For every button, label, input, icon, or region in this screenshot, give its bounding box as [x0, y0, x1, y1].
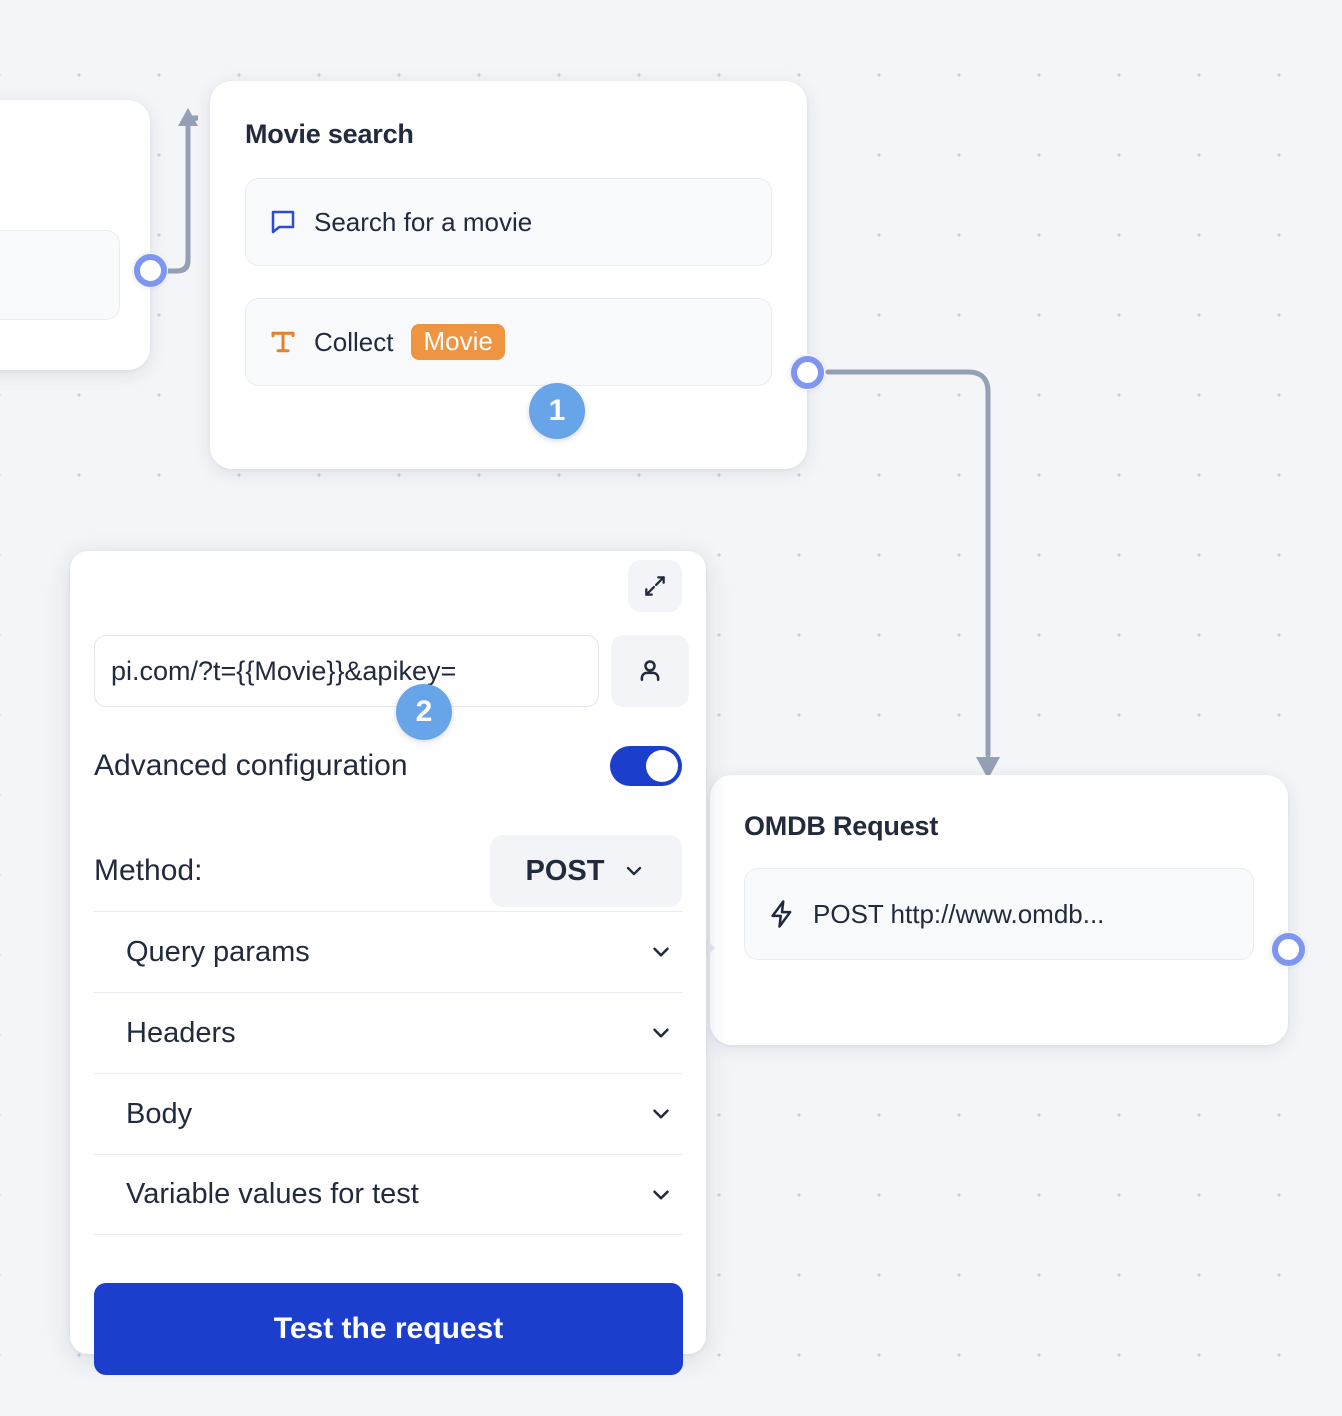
- accordion-label: Body: [126, 1097, 193, 1130]
- variable-chip-movie[interactable]: Movie: [411, 324, 505, 360]
- method-select[interactable]: POST: [490, 835, 682, 907]
- node-row-collect-movie[interactable]: Collect Movie: [245, 298, 772, 386]
- lightning-bolt-icon: [767, 899, 797, 929]
- advanced-configuration-label: Advanced configuration: [94, 749, 408, 782]
- chevron-down-icon: [648, 939, 674, 965]
- node-row-label: Search for a movie: [314, 206, 533, 237]
- omdb-request-node[interactable]: OMDB Request POST http://www.omdb...: [710, 775, 1288, 1045]
- advanced-configuration-row: Advanced configuration: [94, 746, 682, 786]
- partial-node-row: [0, 230, 120, 320]
- chevron-down-icon: [622, 859, 646, 883]
- accordion-label: Variable values for test: [126, 1178, 419, 1210]
- accordion-label: Headers: [126, 1016, 236, 1049]
- person-icon-button[interactable]: [611, 635, 689, 707]
- method-label: Method:: [94, 854, 203, 887]
- accordion-item-query-params[interactable]: Query params: [94, 911, 682, 992]
- test-the-request-button[interactable]: Test the request: [94, 1283, 683, 1375]
- node-row-label: POST http://www.omdb...: [813, 898, 1105, 929]
- accordion-label: Query params: [126, 935, 310, 968]
- omdb-request-title: OMDB Request: [744, 811, 939, 841]
- output-handle-partial-node[interactable]: [132, 252, 168, 288]
- expand-diagonal-icon-button[interactable]: [628, 560, 682, 612]
- request-config-panel[interactable]: Advanced configuration Method: POST Quer…: [70, 551, 706, 1354]
- config-accordion: Query params Headers Body: [94, 911, 682, 1235]
- chevron-down-icon: [648, 1182, 674, 1208]
- accordion-item-variable-values-for-test[interactable]: Variable values for test: [94, 1154, 682, 1235]
- node-row-label: Collect: [314, 326, 394, 357]
- accordion-item-headers[interactable]: Headers: [94, 992, 682, 1073]
- chevron-down-icon: [648, 1020, 674, 1046]
- request-url-input[interactable]: [94, 635, 599, 707]
- node-row-post-request[interactable]: POST http://www.omdb...: [744, 868, 1254, 960]
- movie-search-title: Movie search: [245, 119, 414, 149]
- movie-search-node[interactable]: Movie search Search for a movie Collect …: [210, 81, 807, 469]
- text-t-icon: [268, 327, 298, 357]
- chevron-down-icon: [648, 1101, 674, 1127]
- expand-diagonal-icon: [642, 573, 668, 599]
- method-row: Method: POST: [94, 835, 682, 907]
- output-handle-movie-search[interactable]: [789, 354, 825, 390]
- node-row-search-for-a-movie[interactable]: Search for a movie: [245, 178, 772, 266]
- output-handle-omdb-request[interactable]: [1270, 931, 1306, 967]
- accordion-item-body[interactable]: Body: [94, 1073, 682, 1154]
- method-value: POST: [525, 854, 605, 887]
- advanced-configuration-toggle[interactable]: [610, 746, 682, 786]
- partial-node-card[interactable]: [0, 100, 150, 370]
- step-badge-1: 1: [529, 383, 585, 439]
- speech-bubble-icon: [268, 207, 298, 237]
- step-badge-2: 2: [396, 684, 452, 740]
- person-icon: [635, 656, 665, 686]
- url-row: [94, 635, 689, 707]
